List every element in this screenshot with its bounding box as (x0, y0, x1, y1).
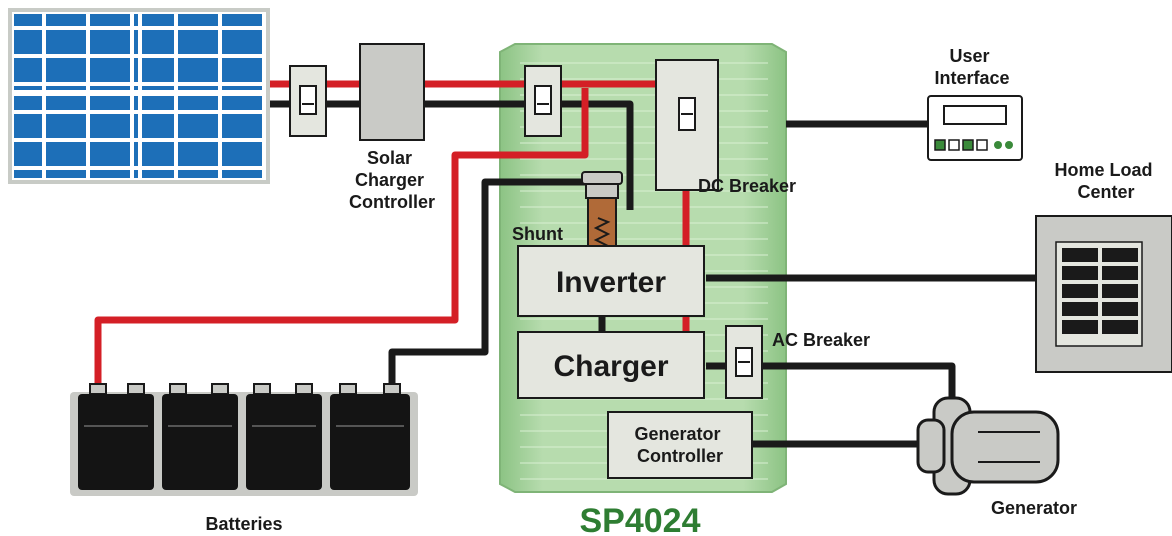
shunt-label: Shunt (512, 224, 563, 244)
battery-bank (70, 383, 418, 496)
batteries-label: Batteries (205, 514, 282, 534)
home-load-center (1035, 215, 1172, 373)
generator-controller-label: Generator Controller (634, 424, 725, 466)
ac-breaker-label: AC Breaker (772, 330, 870, 350)
generator-controller (607, 411, 753, 479)
dc-breaker-label: DC Breaker (698, 176, 796, 196)
generator-label: Generator (991, 498, 1077, 518)
generator (916, 396, 1060, 496)
user-interface-label: User Interface (934, 46, 1009, 88)
ac-breaker (725, 325, 763, 399)
user-interface-device (927, 95, 1023, 161)
charger-label: Charger (553, 350, 668, 383)
home-load-center-label: Home Load Center (1054, 160, 1157, 202)
input-switch (524, 65, 562, 137)
dc-breaker (655, 59, 719, 191)
solar-charger-controller-label: Solar Charger Controller (349, 148, 435, 212)
solar-panel (8, 8, 270, 184)
inverter-label: Inverter (556, 266, 666, 299)
model-name: SP4024 (580, 502, 701, 536)
panel-disconnect-switch (289, 65, 327, 137)
inverter (517, 245, 705, 317)
charger (517, 331, 705, 399)
solar-charger-controller (359, 43, 425, 141)
